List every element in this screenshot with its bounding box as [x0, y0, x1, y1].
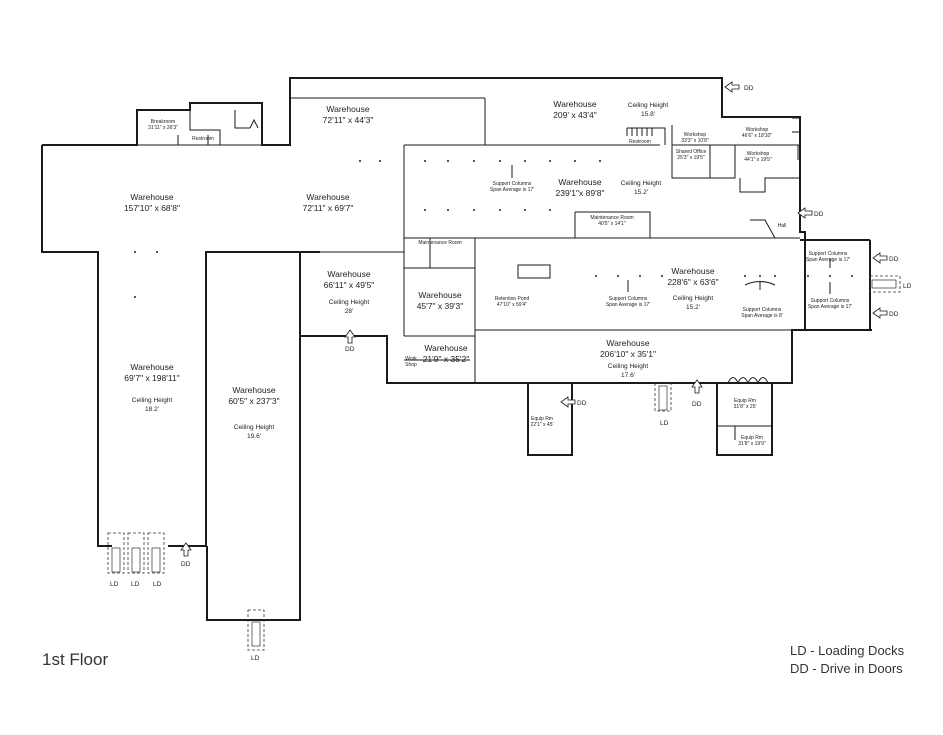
work-shop-line1: Work: [405, 356, 417, 362]
ld-label-5: LD: [660, 420, 669, 427]
dd-label-right-1: DD: [814, 211, 824, 218]
support-cols-a-line2: Span Average is 17': [490, 187, 534, 193]
warehouse-21-size: 21'9" x 35'2": [423, 354, 470, 364]
warehouse-45-name: Warehouse: [418, 290, 461, 300]
warehouse-66-name: Warehouse: [327, 269, 370, 279]
dd-label-right-2: DD: [889, 256, 899, 263]
warehouse-239-size: 239'1"x 89'8": [556, 188, 605, 198]
legend-drive-in-doors: DD - Drive in Doors: [790, 661, 903, 676]
shared-office-name: Shared Office: [676, 149, 707, 155]
ld-label-1: LD: [110, 581, 119, 588]
equip-rm-a-name: Equip Rm: [531, 416, 553, 422]
warehouse-60-ceiling-label: Ceiling Height: [234, 424, 275, 431]
dd-label-center: DD: [345, 346, 355, 353]
support-columns: [134, 160, 853, 298]
support-cols-b-line2: Span Average is 17': [606, 302, 650, 308]
warehouse-206-ceiling-label: Ceiling Height: [608, 363, 649, 370]
hall-name: Hall: [778, 223, 787, 229]
warehouse-45-size: 45'7" x 39'3": [417, 301, 464, 311]
warehouse-60-name: Warehouse: [232, 385, 275, 395]
warehouse-72-697-size: 72'11" x 69'7": [303, 203, 354, 213]
ld-label-6: LD: [903, 283, 912, 290]
breakroom-name: Breakroom: [151, 119, 175, 125]
warehouse-60-ceiling-value: 19.6': [247, 433, 261, 440]
maintenance-room-b-name: Maintenance Room: [418, 240, 461, 246]
support-cols-d-line1: Support Columns: [809, 251, 848, 257]
warehouse-157-size: 157'10" x 68'8": [124, 203, 180, 213]
warehouse-228-name: Warehouse: [671, 266, 714, 276]
support-cols-a-line1: Support Columns: [493, 181, 532, 187]
breakroom-size: 31'11" x 26'3": [148, 125, 178, 131]
warehouse-239-name: Warehouse: [558, 177, 601, 187]
warehouse-239-ceiling-label: Ceiling Height: [621, 180, 662, 187]
workshop-33-name: Workshop: [684, 132, 707, 138]
dd-label-right-3: DD: [889, 311, 899, 318]
workshop-44-size: 44'1" x 19'5": [744, 157, 772, 163]
equip-rm-b-name: Equip Rm: [734, 398, 756, 404]
legend-loading-docks: LD - Loading Docks: [790, 643, 905, 658]
support-cols-d-line2: Span Average is 17': [806, 257, 850, 263]
drive-in-doors: [180, 81, 888, 557]
warehouse-69-ceiling-value: 18.2': [145, 406, 159, 413]
dd-label-lower: DD: [692, 401, 702, 408]
warehouse-209-ceiling-value: 15.8': [641, 111, 655, 118]
restroom-left-name: Restroom: [192, 136, 214, 142]
equip-rm-c-name: Equip Rm: [741, 435, 763, 441]
warehouse-72-697-name: Warehouse: [306, 192, 349, 202]
warehouse-66-size: 66'11" x 49'5": [324, 280, 375, 290]
warehouse-228-ceiling-value: 15.2': [686, 304, 700, 311]
work-shop-line2: Shop: [405, 362, 417, 368]
warehouse-157-name: Warehouse: [130, 192, 173, 202]
restroom-right-name: Restroom: [629, 139, 651, 145]
marker-labels: DD DD DD DD DD DD DD DD LD LD LD LD LD L…: [110, 85, 912, 662]
support-cols-e-line1: Support Columns: [811, 298, 850, 304]
warehouse-206-name: Warehouse: [606, 338, 649, 348]
warehouse-69-name: Warehouse: [130, 362, 173, 372]
shared-office-size: 25'3" x 19'5": [677, 155, 705, 161]
support-cols-c-line2: Span Average is 8': [741, 313, 782, 319]
equip-rm-c-size: 31'8" x 19'9": [738, 441, 766, 447]
support-cols-b-line1: Support Columns: [609, 296, 648, 302]
workshop-46-name: Workshop: [746, 127, 769, 133]
interior-walls: [42, 97, 801, 384]
warehouse-228-ceiling-label: Ceiling Height: [673, 295, 714, 302]
support-cols-e-line2: Span Average is 17': [808, 304, 852, 310]
maintenance-room-a-size: 40'5" x 14'1": [598, 221, 626, 227]
warehouse-209-ceiling-label: Ceiling Height: [628, 102, 669, 109]
retention-pond-size: 47'10" x 59'4": [497, 302, 527, 308]
dd-label-left: DD: [181, 561, 191, 568]
warehouse-66-ceiling-value: 28': [345, 308, 353, 315]
warehouse-209-size: 209' x 43'4": [553, 110, 597, 120]
floor-title: 1st Floor: [42, 650, 108, 669]
equip-rm-b-size: 31'8" x 25': [734, 404, 757, 410]
warehouse-72-443-size: 72'11" x 44'3": [323, 115, 374, 125]
retention-pond-name: Retention Pond: [495, 296, 530, 302]
ld-label-2: LD: [131, 581, 140, 588]
maintenance-room-a-name: Maintenance Room: [590, 215, 633, 221]
warehouse-209-name: Warehouse: [553, 99, 596, 109]
warehouse-239-ceiling-value: 15.2': [634, 189, 648, 196]
warehouse-21-name: Warehouse: [424, 343, 467, 353]
ld-label-4: LD: [251, 655, 260, 662]
warehouse-228-size: 228'6" x 63'6": [667, 277, 718, 287]
dd-label-equip: DD: [577, 400, 587, 407]
workshop-44-name: Workshop: [747, 151, 770, 157]
ld-label-3: LD: [153, 581, 162, 588]
equip-rm-a-size: 22'1" x 45': [531, 422, 554, 428]
workshop-33-size: 33'3" x 10'8": [681, 138, 709, 144]
restroom-stalls: [626, 128, 653, 136]
room-labels: Warehouse 72'11" x 44'3" Warehouse 209' …: [124, 99, 852, 447]
workshop-46-size: 46'6" x 18'10": [742, 133, 772, 139]
warehouse-206-ceiling-value: 17.6': [621, 372, 635, 379]
loading-docks: [107, 275, 901, 651]
warehouse-206-size: 206'10" x 35'1": [600, 349, 656, 359]
warehouse-72-443-name: Warehouse: [326, 104, 369, 114]
warehouse-66-ceiling-label: Ceiling Height: [329, 299, 370, 306]
dd-label-top: DD: [744, 85, 754, 92]
support-cols-c-line1: Support Columns: [743, 307, 782, 313]
warehouse-69-ceiling-label: Ceiling Height: [132, 397, 173, 404]
warehouse-60-size: 60'5" x 237'3": [228, 396, 279, 406]
warehouse-69-size: 69'7" x 198'11": [124, 373, 179, 383]
